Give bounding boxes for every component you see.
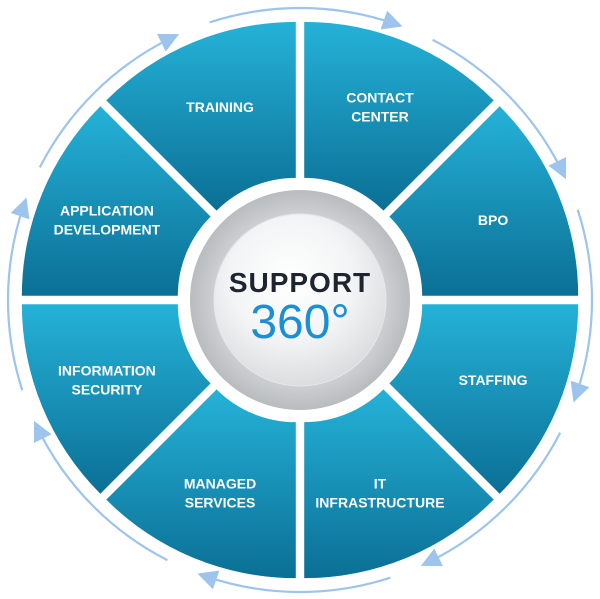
- center-hub: SUPPORT 360°: [190, 190, 410, 410]
- segment-label-line: INFRASTRUCTURE: [315, 495, 444, 511]
- segment-information-security: INFORMATION SECURITY: [21, 304, 211, 494]
- segment-staffing: STAFFING: [389, 304, 579, 494]
- segment-label-line: SERVICES: [185, 495, 256, 511]
- center-disc: [213, 213, 387, 387]
- segment-label-staffing: STAFFING: [459, 372, 528, 388]
- segment-shape-it-infrastructure: [304, 389, 494, 579]
- segment-contact-center: CONTACT CENTER: [304, 21, 494, 211]
- circular-arrows: [6, 6, 594, 594]
- segment-managed-services: MANAGED SERVICES: [106, 389, 296, 579]
- segment-label-information-security: INFORMATION SECURITY: [58, 362, 156, 397]
- segment-label-line: APPLICATION: [60, 203, 154, 219]
- segment-label-line: IT: [374, 476, 387, 492]
- segment-shape-application-development: [21, 106, 211, 296]
- cycle-arrow: [420, 432, 562, 567]
- cycle-arrow: [6, 197, 30, 391]
- segment-label-line: SECURITY: [72, 381, 143, 397]
- segment-label-line: INFORMATION: [58, 362, 156, 378]
- segment-label-bpo: BPO: [478, 212, 508, 228]
- cycle-arrow: [197, 570, 391, 594]
- segment-label-application-development: APPLICATION DEVELOPMENT: [54, 203, 161, 238]
- segment-shape-managed-services: [106, 389, 296, 579]
- cycle-arrow: [570, 209, 594, 403]
- segment-label-line: CONTACT: [346, 89, 414, 105]
- segment-label-line: BPO: [478, 212, 508, 228]
- segment-label-training: TRAINING: [186, 99, 254, 115]
- center-title: SUPPORT: [229, 267, 371, 298]
- segment-application-development: APPLICATION DEVELOPMENT: [21, 106, 211, 296]
- segment-label-line: STAFFING: [459, 372, 528, 388]
- segment-shape-training: [106, 21, 296, 211]
- segment-shape-bpo: [389, 106, 579, 296]
- segment-label-managed-services: MANAGED SERVICES: [184, 476, 256, 511]
- segment-it-infrastructure: IT INFRASTRUCTURE: [304, 389, 494, 579]
- segment-label-it-infrastructure: IT INFRASTRUCTURE: [315, 476, 444, 511]
- cycle-arrow: [209, 6, 403, 30]
- segment-bpo: BPO: [389, 106, 579, 296]
- center-subtitle: 360°: [250, 296, 349, 349]
- cycle-arrow: [33, 420, 168, 562]
- segment-shape-information-security: [21, 304, 211, 494]
- cycle-arrow: [38, 33, 180, 168]
- segment-training: TRAINING: [106, 21, 296, 211]
- segment-label-contact-center: CONTACT CENTER: [346, 89, 414, 124]
- segment-label-line: DEVELOPMENT: [54, 222, 161, 238]
- segment-shape-staffing: [389, 304, 579, 494]
- segment-shape-contact-center: [304, 21, 494, 211]
- segment-label-line: MANAGED: [184, 476, 256, 492]
- segment-ring: CONTACT CENTER BPO STAFFING IT INFRASTRUCTURE…: [21, 21, 579, 579]
- segment-label-line: TRAINING: [186, 99, 254, 115]
- segment-label-line: CENTER: [351, 108, 409, 124]
- cycle-arrow: [432, 38, 567, 180]
